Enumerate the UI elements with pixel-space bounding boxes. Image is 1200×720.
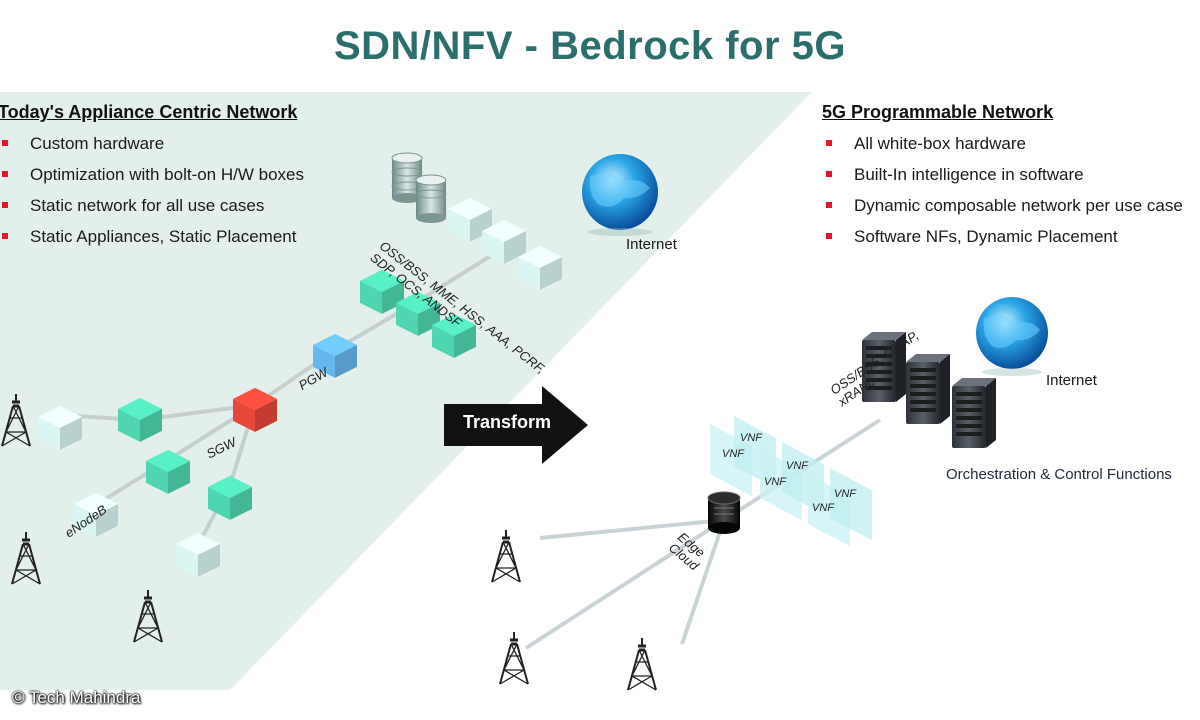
list-item: Static network for all use cases <box>0 196 304 227</box>
left-bullet-list: Custom hardware Optimization with bolt-o… <box>0 134 304 258</box>
list-item: Static Appliances, Static Placement <box>0 227 304 258</box>
cube <box>396 291 440 336</box>
cube <box>176 532 220 577</box>
cube <box>74 492 118 537</box>
cube-layer <box>38 197 562 577</box>
vnf-panels <box>710 416 872 547</box>
cube <box>146 449 190 494</box>
cube <box>208 475 252 520</box>
page-title: SDN/NFV - Bedrock for 5G <box>333 24 847 68</box>
internet-label-left: Internet <box>626 236 677 253</box>
transform-label: Transform <box>462 412 552 432</box>
cube <box>38 405 82 450</box>
vnf-label: VNF <box>740 432 762 444</box>
internet-label-right: Internet <box>1046 372 1097 389</box>
pgw-cube <box>313 333 357 378</box>
sgw-cube <box>233 387 277 432</box>
list-item: Software NFs, Dynamic Placement <box>824 227 1200 258</box>
server-icon <box>906 354 950 424</box>
cell-tower-icon <box>498 630 530 686</box>
edge-cloud-icon <box>707 491 741 534</box>
copyright-text: © Tech Mahindra <box>12 688 141 707</box>
cube <box>118 397 162 442</box>
cube <box>482 219 526 264</box>
list-item: Custom hardware <box>0 134 304 165</box>
left-panel-heading: Today's Appliance Centric Network <box>0 102 298 122</box>
vnf-label: VNF <box>786 460 808 472</box>
list-item: Optimization with bolt-on H/W boxes <box>0 165 304 196</box>
right-panel-heading: 5G Programmable Network <box>822 102 1054 122</box>
cell-tower-icon <box>626 636 658 692</box>
list-item: Built-In intelligence in software <box>824 165 1200 196</box>
globe-icon <box>582 154 658 236</box>
vnf-label: VNF <box>834 488 856 500</box>
list-item: Dynamic composable network per use case <box>824 196 1200 227</box>
transform-arrow <box>444 386 588 464</box>
cell-tower-icon <box>490 528 522 584</box>
globe-icon <box>976 297 1048 376</box>
cube <box>518 245 562 290</box>
right-bullet-list: All white-box hardware Built-In intellig… <box>824 134 1200 258</box>
vnf-label: VNF <box>764 476 786 488</box>
vnf-label: VNF <box>812 502 834 514</box>
list-item: All white-box hardware <box>824 134 1200 165</box>
cube <box>432 313 476 358</box>
orchestration-label: Orchestration & Control Functions <box>946 466 1172 483</box>
database-icon <box>391 152 447 223</box>
vnf-label: VNF <box>722 448 744 460</box>
server-icon <box>952 378 996 448</box>
